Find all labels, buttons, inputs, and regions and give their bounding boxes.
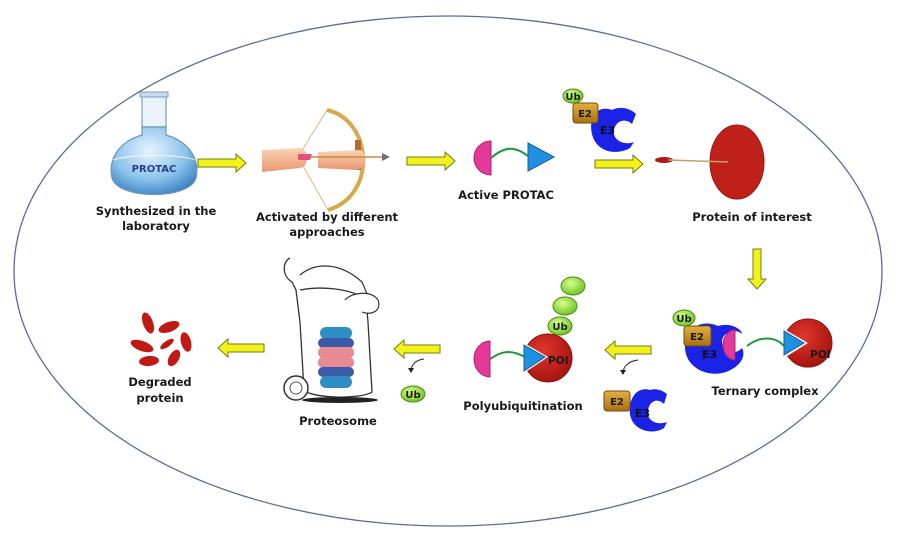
warhead-icon — [473, 140, 492, 176]
poi-label: POI — [548, 355, 569, 367]
released-ub: Ub — [400, 385, 426, 403]
proteasome-barrel — [318, 327, 354, 388]
e2-label: E2 — [578, 109, 592, 120]
e2-e3-ub-complex: E3 E2 Ub — [562, 88, 636, 152]
arrow-left-icon — [604, 339, 652, 375]
arrow-right-icon — [406, 150, 456, 172]
polyubiquitination-label: Polyubiquitination — [463, 399, 582, 413]
ternary-complex: E3 E2 Ub POI — [672, 309, 833, 374]
ternary-complex-label: Ternary complex — [712, 384, 820, 398]
released-e2-e3: E3 E2 — [603, 389, 667, 432]
activated-label-line2: approaches — [289, 225, 364, 239]
degraded-label-line1: Degraded — [128, 375, 191, 389]
bow-and-arrow-icon — [262, 108, 390, 212]
ub-label: Ub — [565, 92, 580, 103]
ub-label: Ub — [405, 390, 420, 401]
e3-ligand-icon — [527, 142, 556, 172]
degraded-protein-fragments-icon — [130, 312, 192, 367]
flask-icon: PROTAC — [110, 91, 198, 195]
poi-label: POI — [810, 349, 831, 361]
ub-label: Ub — [676, 314, 691, 325]
e3-label: E3 — [702, 348, 717, 361]
synthesized-label-line1: Synthesized in the — [96, 204, 217, 218]
active-protac-label: Active PROTAC — [458, 188, 554, 202]
arrow-right-icon — [594, 153, 644, 175]
ub-label: Ub — [552, 322, 567, 333]
e2-label: E2 — [610, 397, 624, 408]
arrow-down-icon — [746, 248, 768, 290]
protein-of-interest-target — [655, 124, 765, 200]
e3-label: E3 — [635, 407, 650, 420]
cycle-ellipse — [13, 15, 883, 527]
active-protac-molecule — [473, 140, 556, 176]
e2-label: E2 — [690, 332, 704, 343]
degraded-label-line2: protein — [136, 391, 183, 405]
e3-label: E3 — [600, 124, 615, 137]
synthesized-label-line2: laboratory — [122, 219, 190, 233]
arrow-right-icon — [197, 152, 247, 174]
proteosome-label: Proteosome — [299, 414, 377, 428]
arrow-left-icon — [393, 338, 441, 373]
polyubiquitinated-complex: POI Ub — [473, 276, 586, 383]
protein-of-interest-label: Protein of interest — [692, 210, 812, 224]
activated-label-line1: Activated by different — [256, 210, 399, 224]
flask-label: PROTAC — [132, 164, 177, 175]
proteasome-trash-bin-icon — [283, 257, 380, 403]
arrow-left-icon — [217, 337, 265, 359]
